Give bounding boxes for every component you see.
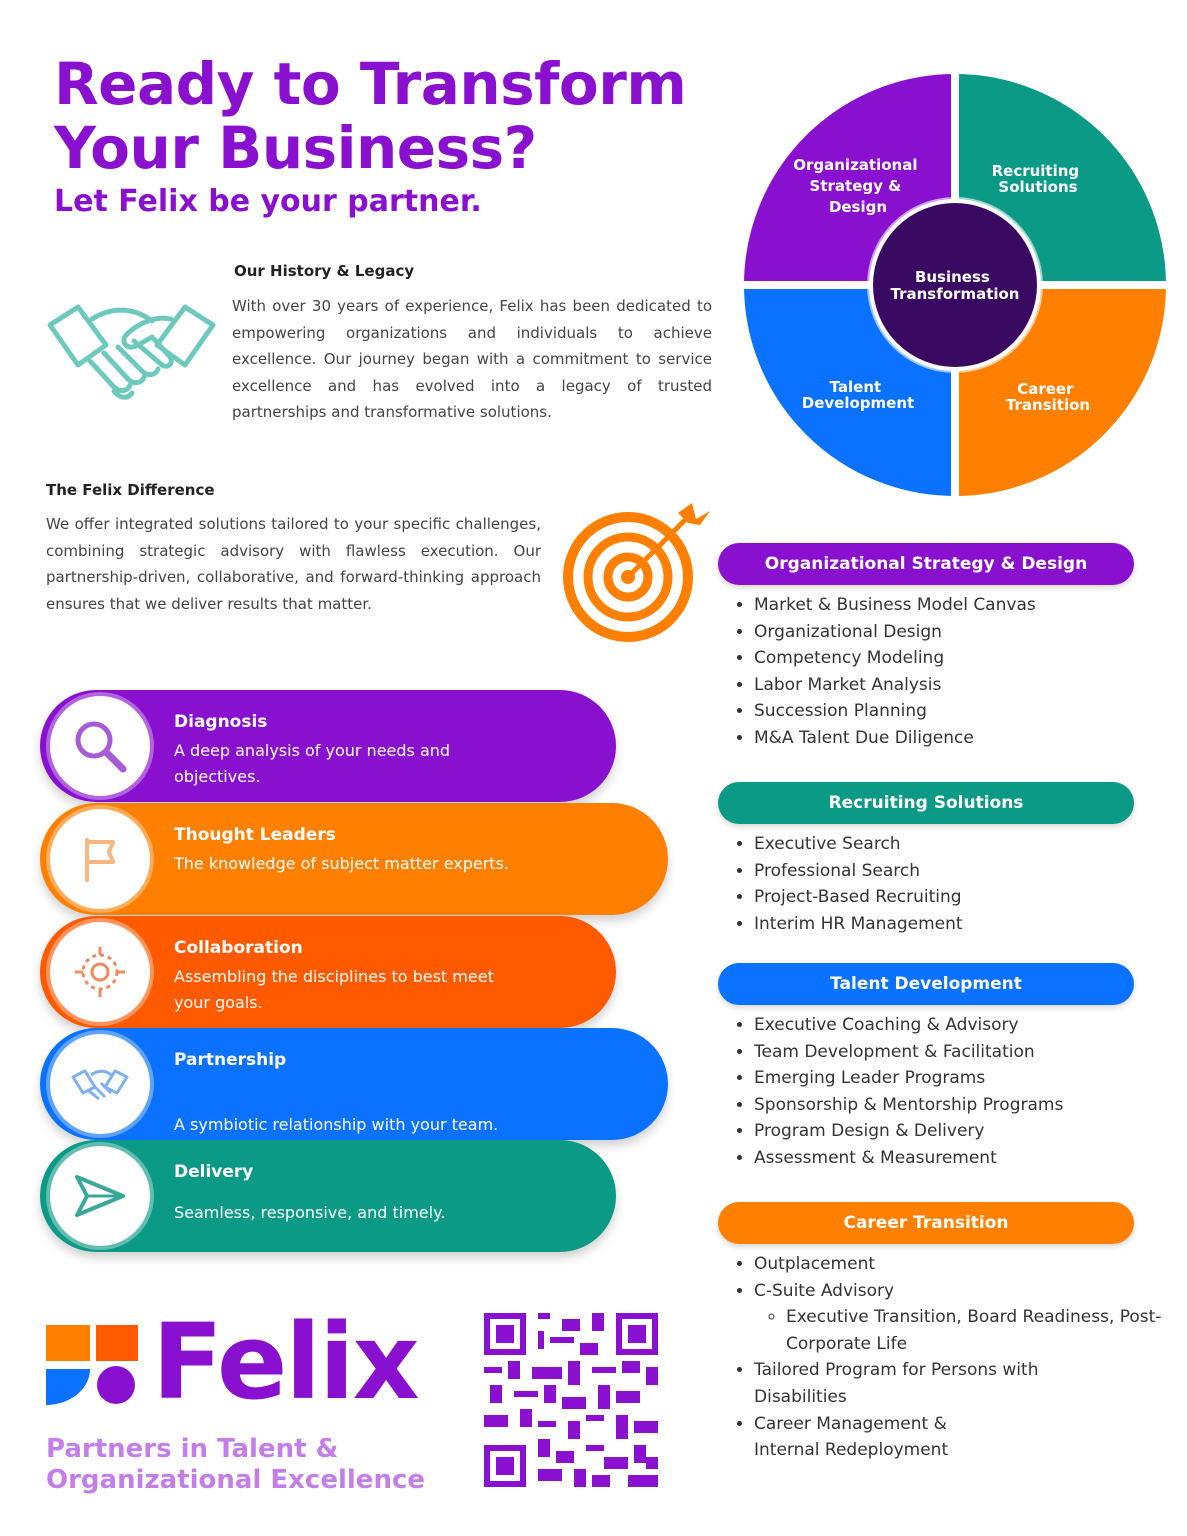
service-list-organizational-strategy: Market & Business Model Canvas Organizat… (708, 592, 1036, 752)
process-step-description: A symbiotic relationship with your team. (174, 1115, 499, 1134)
collaboration-icon (50, 922, 150, 1022)
felix-logo-mark (46, 1325, 138, 1405)
wheel-label-talent: Talent Development (802, 378, 914, 412)
service-category-career-transition: Career Transition (718, 1202, 1134, 1244)
wheel-label-organizational: Organizational Strategy & Design (793, 156, 922, 216)
list-item: Labor Market Analysis (754, 672, 1036, 699)
process-step-delivery: Delivery Seamless, responsive, and timel… (40, 1140, 616, 1252)
list-item: Executive Coaching & Advisory (754, 1012, 1063, 1039)
list-item: Competency Modeling (754, 645, 1036, 672)
sub-list-item: Executive Transition, Board Readiness, P… (786, 1304, 1174, 1357)
wheel-label-career: Career Transition (1006, 380, 1090, 414)
history-title: Our History & Legacy (234, 262, 415, 280)
list-item: Program Design & Delivery (754, 1118, 1063, 1145)
list-item: C-Suite Advisory Executive Transition, B… (754, 1278, 1174, 1358)
handshake-icon (47, 304, 216, 400)
process-step-description: Seamless, responsive, and timely. (174, 1203, 446, 1222)
flag-icon (50, 809, 150, 909)
list-item: Market & Business Model Canvas (754, 592, 1036, 619)
list-item: Project-Based Recruiting (754, 884, 963, 911)
target-icon (563, 503, 710, 642)
magnifier-icon (50, 696, 150, 796)
list-item: Organizational Design (754, 619, 1036, 646)
service-category-talent-development: Talent Development (718, 963, 1134, 1005)
process-step-title: Partnership (174, 1050, 287, 1070)
qr-code-icon[interactable] (484, 1313, 658, 1487)
wheel-center-label: Business Transformation (891, 268, 1020, 303)
process-step-description: A deep analysis of your needs and object… (174, 741, 451, 786)
process-step-title: Delivery (174, 1162, 254, 1182)
process-step-title: Thought Leaders (174, 825, 336, 845)
difference-title: The Felix Difference (46, 481, 215, 499)
difference-body: We offer integrated solutions tailored t… (46, 515, 541, 613)
process-step-collaboration: Collaboration Assembling the disciplines… (40, 916, 616, 1028)
process-step-thought-leaders: Thought Leaders The knowledge of subject… (40, 803, 668, 915)
list-item: M&A Talent Due Diligence (754, 725, 1036, 752)
wheel-label-recruiting: Recruiting Solutions (992, 162, 1085, 196)
list-item: Executive Search (754, 831, 963, 858)
service-category-organizational-strategy: Organizational Strategy & Design (718, 543, 1134, 585)
process-step-title: Collaboration (174, 938, 303, 958)
service-list-career-transition: Outplacement C-Suite Advisory Executive … (708, 1251, 1174, 1464)
list-item: Professional Search (754, 858, 963, 885)
process-step-diagnosis: Diagnosis A deep analysis of your needs … (40, 690, 616, 802)
headline-line-2: Your Business? (54, 114, 537, 182)
list-item: Sponsorship & Mentorship Programs (754, 1092, 1063, 1119)
wheel-center (869, 199, 1041, 371)
list-item: Assessment & Measurement (754, 1145, 1063, 1172)
brand-tagline-line-2: Organizational Excellence (46, 1465, 425, 1495)
service-list-talent-development: Executive Coaching & Advisory Team Devel… (708, 1012, 1063, 1172)
sub-list: Executive Transition, Board Readiness, P… (754, 1304, 1174, 1357)
felix-wordmark: Felix (152, 1301, 420, 1423)
brand-tagline-line-1: Partners in Talent & (46, 1434, 339, 1464)
history-body: With over 30 years of experience, Felix … (232, 297, 712, 421)
process-step-description: The knowledge of subject matter experts. (174, 854, 509, 873)
service-list-recruiting: Executive Search Professional Search Pro… (708, 831, 963, 937)
process-step-description: Assembling the disciplines to best meet … (174, 967, 494, 1012)
process-step-partnership: Partnership A symbiotic relationship wit… (40, 1028, 668, 1140)
list-item: Emerging Leader Programs (754, 1065, 1063, 1092)
headline: Ready to Transform Your Business? (54, 52, 694, 180)
handshake-icon (50, 1034, 150, 1134)
list-item: Interim HR Management (754, 911, 963, 938)
list-item: Succession Planning (754, 698, 1036, 725)
list-item: Career Management & Internal Redeploymen… (754, 1411, 1014, 1464)
list-item: Tailored Program for Persons with Disabi… (754, 1357, 1044, 1410)
headline-subline: Let Felix be your partner. (54, 184, 482, 219)
list-item: Team Development & Facilitation (754, 1039, 1063, 1066)
transformation-wheel: Organizational Strategy & Design Recruit… (740, 70, 1170, 500)
list-item-label: C-Suite Advisory (754, 1280, 895, 1301)
list-item: Outplacement (754, 1251, 1174, 1278)
send-icon (50, 1146, 150, 1246)
headline-line-1: Ready to Transform (54, 50, 687, 118)
service-category-recruiting: Recruiting Solutions (718, 782, 1134, 824)
process-step-title: Diagnosis (174, 712, 268, 732)
brand-tagline: Partners in Talent & Organizational Exce… (46, 1434, 425, 1496)
